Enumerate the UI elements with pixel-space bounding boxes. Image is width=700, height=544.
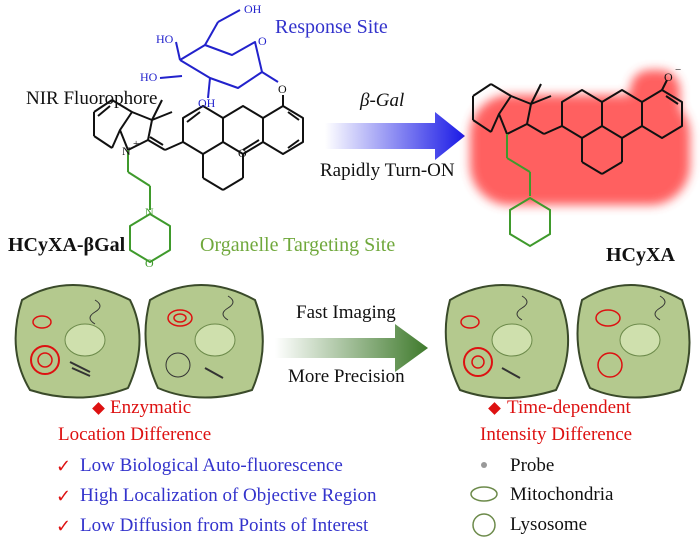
cell-right-1: [444, 284, 569, 399]
fast-imaging-label: Fast Imaging: [296, 302, 396, 323]
atom-label: O: [145, 256, 154, 270]
response-site-label: Response Site: [275, 16, 388, 38]
atom-label: O: [238, 146, 247, 160]
diamond-icon-right: [488, 402, 501, 415]
check-item: Low Biological Auto-fluorescence: [80, 455, 343, 476]
diamond-icon-left: [92, 402, 105, 415]
turn-on-label: Rapidly Turn-ON: [320, 160, 455, 181]
atom-label: N: [145, 205, 154, 219]
check-icon: ✓: [56, 486, 72, 507]
cell-left-1: [14, 284, 141, 399]
atom-label: OH: [244, 2, 262, 16]
legend-lysosome: Lysosome: [510, 514, 588, 535]
left-heading-line2: Location Difference: [58, 424, 212, 445]
check-icon: ✓: [56, 456, 72, 477]
probe-legend-icon: [481, 462, 487, 468]
product-molecule: [470, 70, 690, 248]
cell-left-2: [144, 284, 264, 399]
check-icon: ✓: [56, 516, 72, 537]
atom-label: HO: [140, 70, 158, 84]
atom-label: O: [664, 70, 673, 84]
atom-label: +: [133, 138, 140, 150]
atom-label: OH: [198, 96, 216, 110]
atom-label: N: [122, 144, 131, 158]
mitochondria-legend-icon: [470, 486, 498, 502]
legend-mitochondria: Mitochondria: [510, 484, 614, 505]
galactose-unit: [159, 9, 279, 99]
reaction-arrow: [325, 112, 465, 160]
atom-label: HO: [156, 32, 174, 46]
atom-label: O: [278, 82, 287, 96]
lysosome-legend-icon: [472, 513, 496, 537]
nir-fluorophore-label: NIR Fluorophore: [26, 88, 158, 109]
left-heading-line1: Enzymatic: [110, 397, 192, 418]
more-precision-label: More Precision: [288, 366, 405, 387]
check-item: High Localization of Objective Region: [80, 485, 377, 506]
cell-right-2: [576, 284, 691, 399]
check-item: Low Diffusion from Points of Interest: [80, 515, 369, 536]
probe-molecule: [93, 9, 304, 263]
enzyme-label: β-Gal: [360, 90, 405, 111]
atom-label: O: [258, 34, 267, 48]
product-name: HCyXA: [606, 244, 675, 266]
legend-probe: Probe: [510, 455, 555, 476]
right-heading-line2: Intensity Difference: [480, 424, 633, 445]
organelle-site-label: Organelle Targeting Site: [200, 234, 396, 256]
imaging-arrow: [275, 324, 428, 372]
probe-name: HCyXA-βGal: [8, 234, 126, 256]
atom-label: −: [675, 64, 682, 76]
right-heading-line1: Time-dependent: [507, 397, 631, 418]
